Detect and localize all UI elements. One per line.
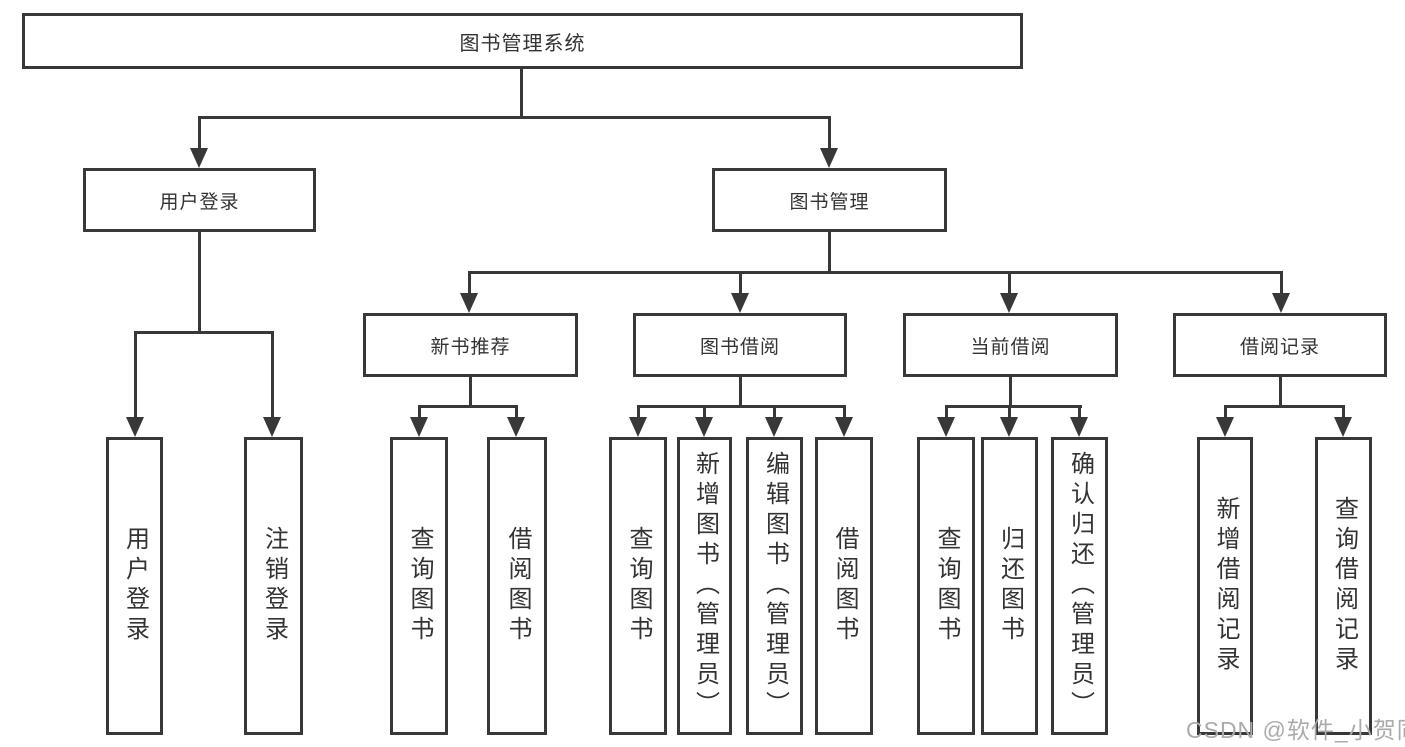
- leaf-label: 查询图书: [933, 526, 960, 646]
- leaf-recommend-borrow-books: 借阅图书: [487, 437, 547, 735]
- leaf-label: 新增图书（管理员）: [691, 451, 719, 721]
- connector-line: [271, 331, 274, 417]
- connector-line: [1078, 405, 1081, 419]
- leaf-current-query-books: 查询图书: [917, 437, 975, 735]
- leaf-recommend-query-books: 查询图书: [390, 437, 448, 735]
- leaf-borrow-edit-books-admin: 编辑图书（管理员）: [746, 437, 803, 735]
- leaf-label: 查询借阅记录: [1330, 496, 1358, 676]
- leaf-records-query-borrow-record: 查询借阅记录: [1315, 437, 1372, 735]
- leaf-current-return-books: 归还图书: [981, 437, 1038, 735]
- connector-line: [945, 405, 1082, 408]
- connector-line: [637, 405, 640, 419]
- connector-line: [198, 116, 201, 148]
- leaf-label: 确认归还（管理员）: [1066, 451, 1094, 721]
- node-library-management-system: 图书管理系统: [22, 13, 1023, 69]
- connector-line: [637, 405, 846, 408]
- node-user-login: 用户登录: [83, 168, 316, 232]
- leaf-label: 归还图书: [996, 526, 1024, 646]
- connector-line: [828, 232, 831, 273]
- connector-line: [418, 405, 421, 419]
- arrow-down-icon: [126, 417, 144, 437]
- connector-line: [1280, 271, 1283, 295]
- arrow-down-icon: [820, 148, 838, 168]
- connector-line: [739, 377, 742, 407]
- connector-line: [198, 232, 201, 333]
- leaf-label: 编辑图书（管理员）: [761, 451, 789, 721]
- node-borrow-records: 借阅记录: [1173, 313, 1387, 377]
- arrow-down-icon: [263, 417, 281, 437]
- arrow-down-icon: [460, 293, 478, 313]
- arrow-down-icon: [937, 417, 955, 437]
- connector-line: [843, 405, 846, 419]
- arrow-down-icon: [1070, 417, 1088, 437]
- node-current-borrow: 当前借阅: [903, 313, 1118, 377]
- csdn-watermark: CSDN @软件_小贺同学: [1186, 717, 1405, 743]
- connector-line: [1224, 405, 1345, 408]
- connector-line: [703, 405, 706, 419]
- arrow-down-icon: [1000, 293, 1018, 313]
- arrow-down-icon: [1272, 293, 1290, 313]
- connector-line: [515, 405, 518, 419]
- connector-line: [520, 69, 523, 119]
- node-new-book-recommend: 新书推荐: [363, 313, 578, 377]
- node-book-borrow: 图书借阅: [633, 313, 847, 377]
- arrow-down-icon: [731, 293, 749, 313]
- arrow-down-icon: [695, 417, 713, 437]
- connector-line: [1342, 405, 1345, 419]
- connector-line: [945, 405, 948, 419]
- connector-line: [1008, 405, 1011, 419]
- arrow-down-icon: [190, 148, 208, 168]
- connector-line: [1224, 405, 1227, 419]
- connector-line: [1009, 377, 1012, 407]
- connector-line: [468, 271, 1283, 274]
- leaf-user-login: 用户登录: [106, 437, 163, 735]
- node-book-management: 图书管理: [712, 168, 947, 232]
- arrow-down-icon: [1334, 417, 1352, 437]
- connector-line: [1279, 377, 1282, 407]
- leaf-borrow-borrow-books: 借阅图书: [815, 437, 873, 735]
- leaf-label: 新增借阅记录: [1212, 496, 1239, 676]
- connector-line: [1008, 271, 1011, 295]
- connector-line: [773, 405, 776, 419]
- leaf-label: 查询图书: [406, 526, 433, 646]
- arrow-down-icon: [1000, 417, 1018, 437]
- arrow-down-icon: [629, 417, 647, 437]
- leaf-label: 注销登录: [260, 526, 288, 646]
- leaf-borrow-query-books: 查询图书: [609, 437, 667, 735]
- leaf-label: 查询图书: [625, 526, 652, 646]
- leaf-records-add-borrow-record: 新增借阅记录: [1197, 437, 1253, 735]
- connector-line: [418, 405, 518, 408]
- connector-line: [134, 331, 137, 417]
- leaf-borrow-add-books-admin: 新增图书（管理员）: [677, 437, 732, 735]
- leaf-logout-login: 注销登录: [244, 437, 303, 735]
- connector-line: [198, 116, 831, 119]
- leaf-label: 借阅图书: [831, 526, 858, 646]
- leaf-current-confirm-return-admin: 确认归还（管理员）: [1051, 437, 1108, 735]
- connector-line: [828, 116, 831, 148]
- arrow-down-icon: [1216, 417, 1234, 437]
- arrow-down-icon: [765, 417, 783, 437]
- arrow-down-icon: [835, 417, 853, 437]
- connector-line: [739, 271, 742, 295]
- connector-line: [468, 271, 471, 295]
- leaf-label: 借阅图书: [504, 526, 531, 646]
- connector-line: [134, 331, 274, 334]
- arrow-down-icon: [507, 417, 525, 437]
- connector-line: [469, 377, 472, 407]
- leaf-label: 用户登录: [121, 526, 149, 646]
- arrow-down-icon: [410, 417, 428, 437]
